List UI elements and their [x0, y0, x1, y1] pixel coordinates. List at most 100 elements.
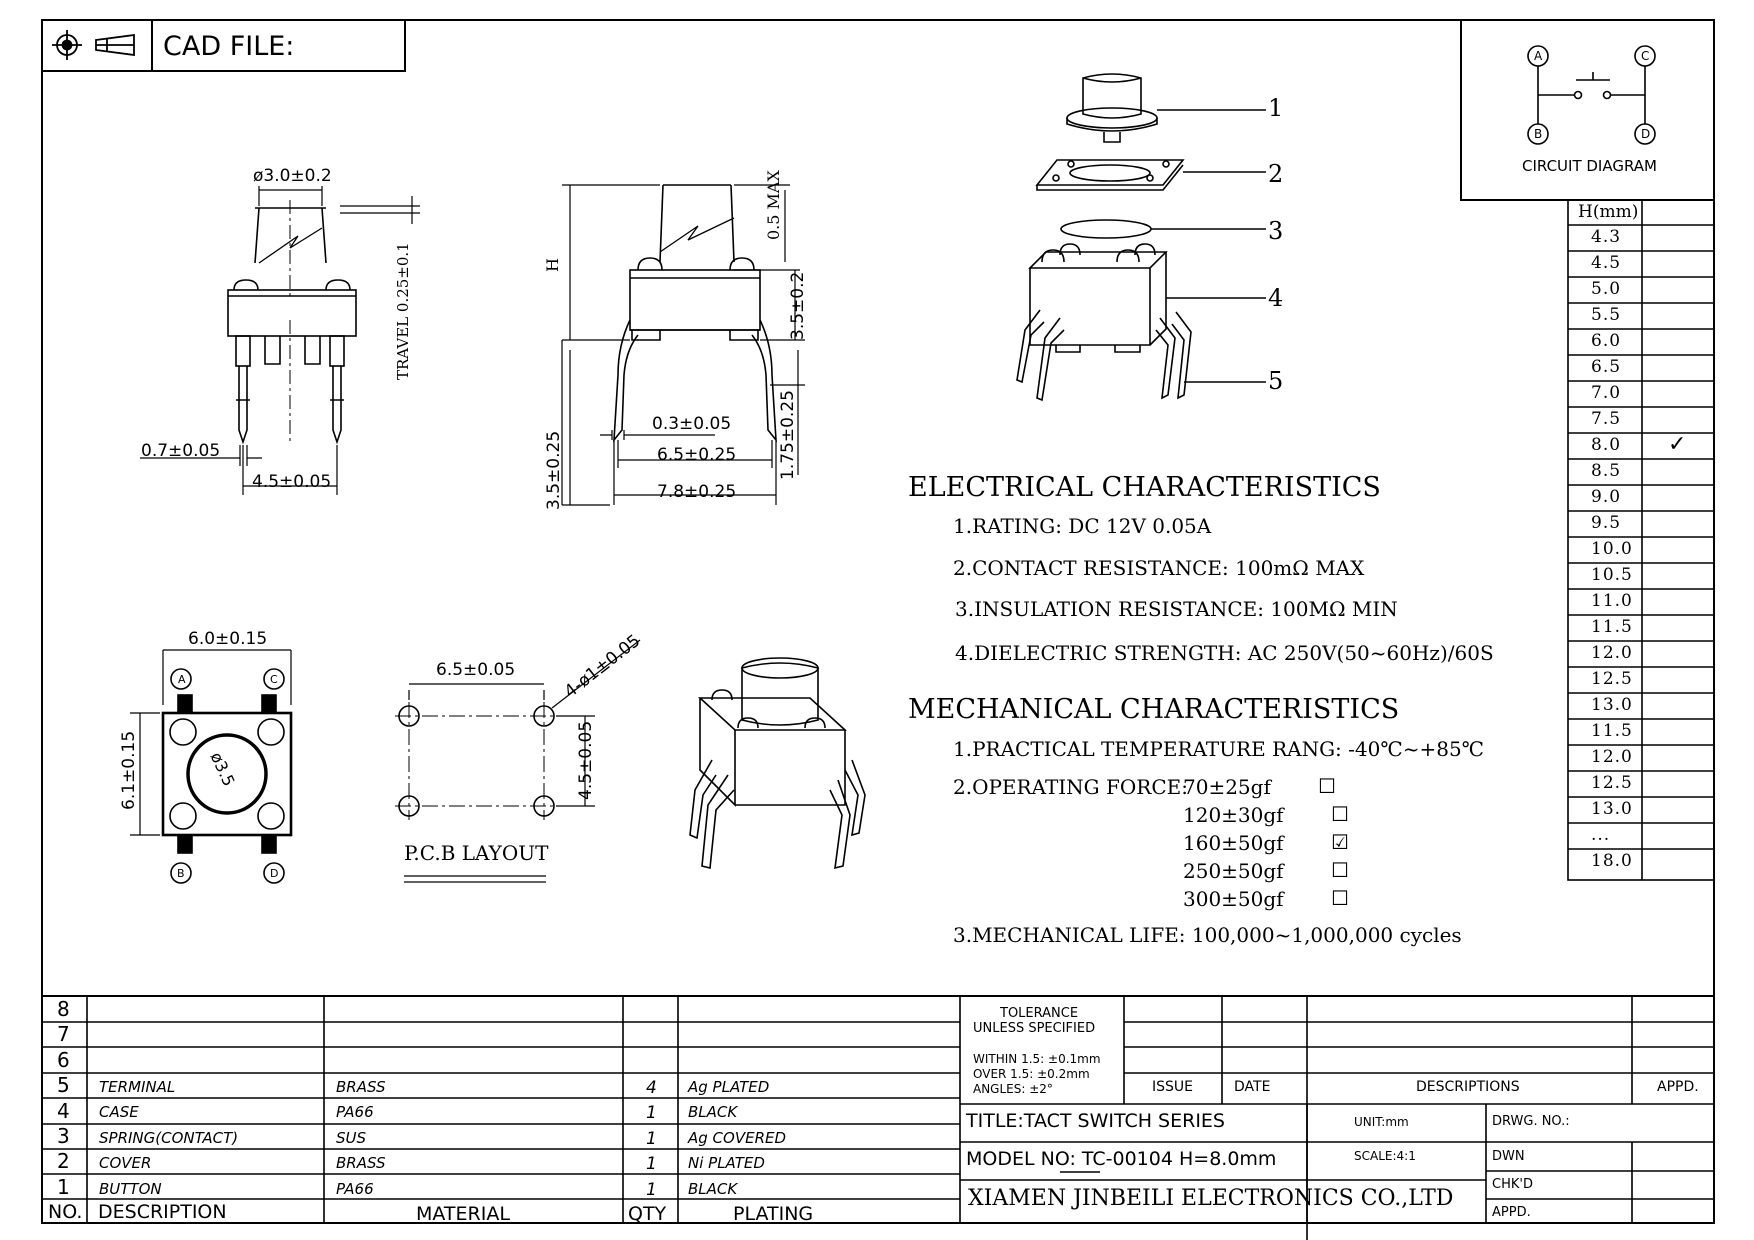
bom-row-number: 5 [57, 1073, 70, 1098]
height-row-value: 18.0 [1591, 851, 1633, 871]
bom-description: BUTTON [99, 1179, 162, 1198]
height-row-value: 7.0 [1591, 383, 1622, 403]
height-row-value: 12.0 [1591, 747, 1633, 767]
dim-pin-width: 0.7±0.05 [141, 441, 221, 461]
appd-label: APPD. [1657, 1079, 1699, 1095]
bom-material: PA66 [336, 1179, 374, 1198]
tolerance-angles: ANGLES: ±2° [973, 1082, 1053, 1096]
height-row-value: 6.0 [1591, 331, 1622, 351]
issue-label: ISSUE [1152, 1079, 1193, 1095]
bom-row-number: 2 [57, 1149, 70, 1174]
height-row-value: 12.0 [1591, 643, 1633, 663]
side-view-left [140, 186, 420, 495]
drwg-no-label: DRWG. NO.: [1492, 1114, 1570, 1129]
force-checkbox: ☐ [1318, 774, 1336, 798]
callout-1: 1 [1268, 94, 1284, 122]
exploded-view [1016, 73, 1266, 402]
bom-plating: Ni PLATED [688, 1154, 765, 1173]
height-row-value: 8.0 [1591, 435, 1622, 455]
bom-header-description: DESCRIPTION [98, 1201, 227, 1223]
title-block-grid [42, 995, 1714, 1240]
height-table-header: H(mm) [1578, 202, 1639, 222]
height-row-value: 6.5 [1591, 357, 1622, 377]
model-number: MODEL NO: TC-00104 H=8.0mm [966, 1150, 1276, 1169]
callout-5: 5 [1268, 367, 1284, 395]
dim-body-height: 3.5±0.2 [788, 271, 808, 340]
dim-outer-width: 7.8±0.25 [657, 482, 737, 502]
height-row-value: 4.3 [1591, 227, 1622, 247]
chkd-label: CHK'D [1492, 1177, 1533, 1192]
tolerance-over: OVER 1.5: ±0.2mm [973, 1067, 1090, 1081]
electrical-item-3: 3.INSULATION RESISTANCE: 100MΩ MIN [955, 597, 1398, 621]
callout-4: 4 [1268, 284, 1284, 312]
bom-description: SPRING(CONTACT) [99, 1128, 239, 1147]
force-checkbox-checked: ☑ [1331, 830, 1349, 854]
bom-qty: 4 [646, 1078, 657, 1098]
dim-max: 0.5 MAX [764, 170, 783, 240]
height-row-value: 11.5 [1591, 721, 1633, 741]
bom-qty: 1 [646, 1128, 657, 1149]
dim-lead-height: 3.5±0.25 [544, 430, 564, 510]
height-check-mark: ✓ [1668, 432, 1687, 457]
tolerance-line-2: UNLESS SPECIFIED [973, 1021, 1096, 1036]
callout-3: 3 [1268, 217, 1284, 245]
date-label: DATE [1234, 1079, 1271, 1095]
bom-row-number: 8 [57, 997, 70, 1021]
isometric-view [689, 657, 866, 870]
height-row-value: 5.0 [1591, 279, 1622, 299]
height-row-value: 9.5 [1591, 513, 1622, 533]
bom-description: TERMINAL [99, 1078, 176, 1096]
electrical-item-2: 2.CONTACT RESISTANCE: 100mΩ MAX [953, 556, 1365, 580]
electrical-title: ELECTRICAL CHARACTERISTICS [908, 472, 1381, 503]
height-row-value: 8.5 [1591, 461, 1622, 481]
top-pin-d: D [270, 867, 279, 880]
bom-row-number: 6 [57, 1047, 70, 1072]
top-pin-b: B [177, 867, 185, 880]
circuit-diagram-symbol [1527, 45, 1656, 145]
dim-pcb-width: 6.5±0.05 [436, 660, 516, 680]
height-table-grid [1567, 199, 1715, 881]
tolerance-line-1: TOLERANCE [1000, 1006, 1079, 1021]
dim-top-height: 6.1±0.15 [119, 730, 139, 810]
circuit-pin-b: B [1534, 127, 1543, 141]
height-row-value: 13.0 [1591, 799, 1633, 819]
height-row-value: 7.5 [1591, 409, 1622, 429]
height-row-value: 10.5 [1591, 565, 1633, 585]
top-pin-c: C [270, 673, 278, 686]
top-view [130, 649, 293, 884]
electrical-item-4: 4.DIELECTRIC STRENGTH: AC 250V(50~60Hz)/… [955, 641, 1494, 665]
bom-row-number: 7 [57, 1022, 70, 1047]
tolerance-within: WITHIN 1.5: ±0.1mm [973, 1052, 1101, 1066]
descriptions-label: DESCRIPTIONS [1416, 1079, 1520, 1095]
callout-2: 2 [1268, 160, 1284, 188]
height-row-value: 12.5 [1591, 773, 1633, 793]
circuit-diagram-title: CIRCUIT DIAGRAM [1522, 157, 1657, 175]
bom-plating: Ag COVERED [688, 1128, 787, 1147]
bom-header-plating: PLATING [733, 1203, 814, 1225]
pcb-layout-drawing [395, 639, 641, 883]
height-row-value: 12.5 [1591, 669, 1633, 689]
bom-qty: 1 [646, 1154, 657, 1175]
pcb-layout-label: P.C.B LAYOUT [404, 841, 549, 865]
top-pin-a: A [178, 673, 186, 686]
bom-qty: 1 [646, 1103, 657, 1124]
bom-header-material: MATERIAL [416, 1203, 510, 1225]
projection-symbol-icon [52, 30, 135, 60]
model-prefix: MODEL NO: TC-00104 H= [966, 1148, 1210, 1170]
mechanical-life: 3.MECHANICAL LIFE: 100,000~1,000,000 cyc… [953, 923, 1462, 947]
circuit-pin-d: D [1641, 127, 1651, 141]
height-row-value: 11.5 [1591, 617, 1633, 637]
operating-force-option: 120±30gf [1183, 803, 1284, 827]
bom-material: PA66 [336, 1103, 374, 1122]
bom-row-number: 1 [57, 1174, 70, 1199]
bom-material: BRASS [336, 1154, 386, 1173]
bom-row-number: 3 [57, 1124, 70, 1148]
company-name: XIAMEN JINBEILI ELECTRONICS CO.,LTD [968, 1186, 1454, 1211]
bom-plating: Ag PLATED [688, 1078, 770, 1096]
bom-row-number: 4 [57, 1098, 70, 1123]
dim-inner-width: 6.5±0.25 [657, 445, 737, 465]
dwn-label: DWN [1492, 1149, 1525, 1164]
bom-material: BRASS [336, 1078, 386, 1096]
height-row-value: 5.5 [1591, 305, 1622, 325]
height-row-value: 9.0 [1591, 487, 1622, 507]
